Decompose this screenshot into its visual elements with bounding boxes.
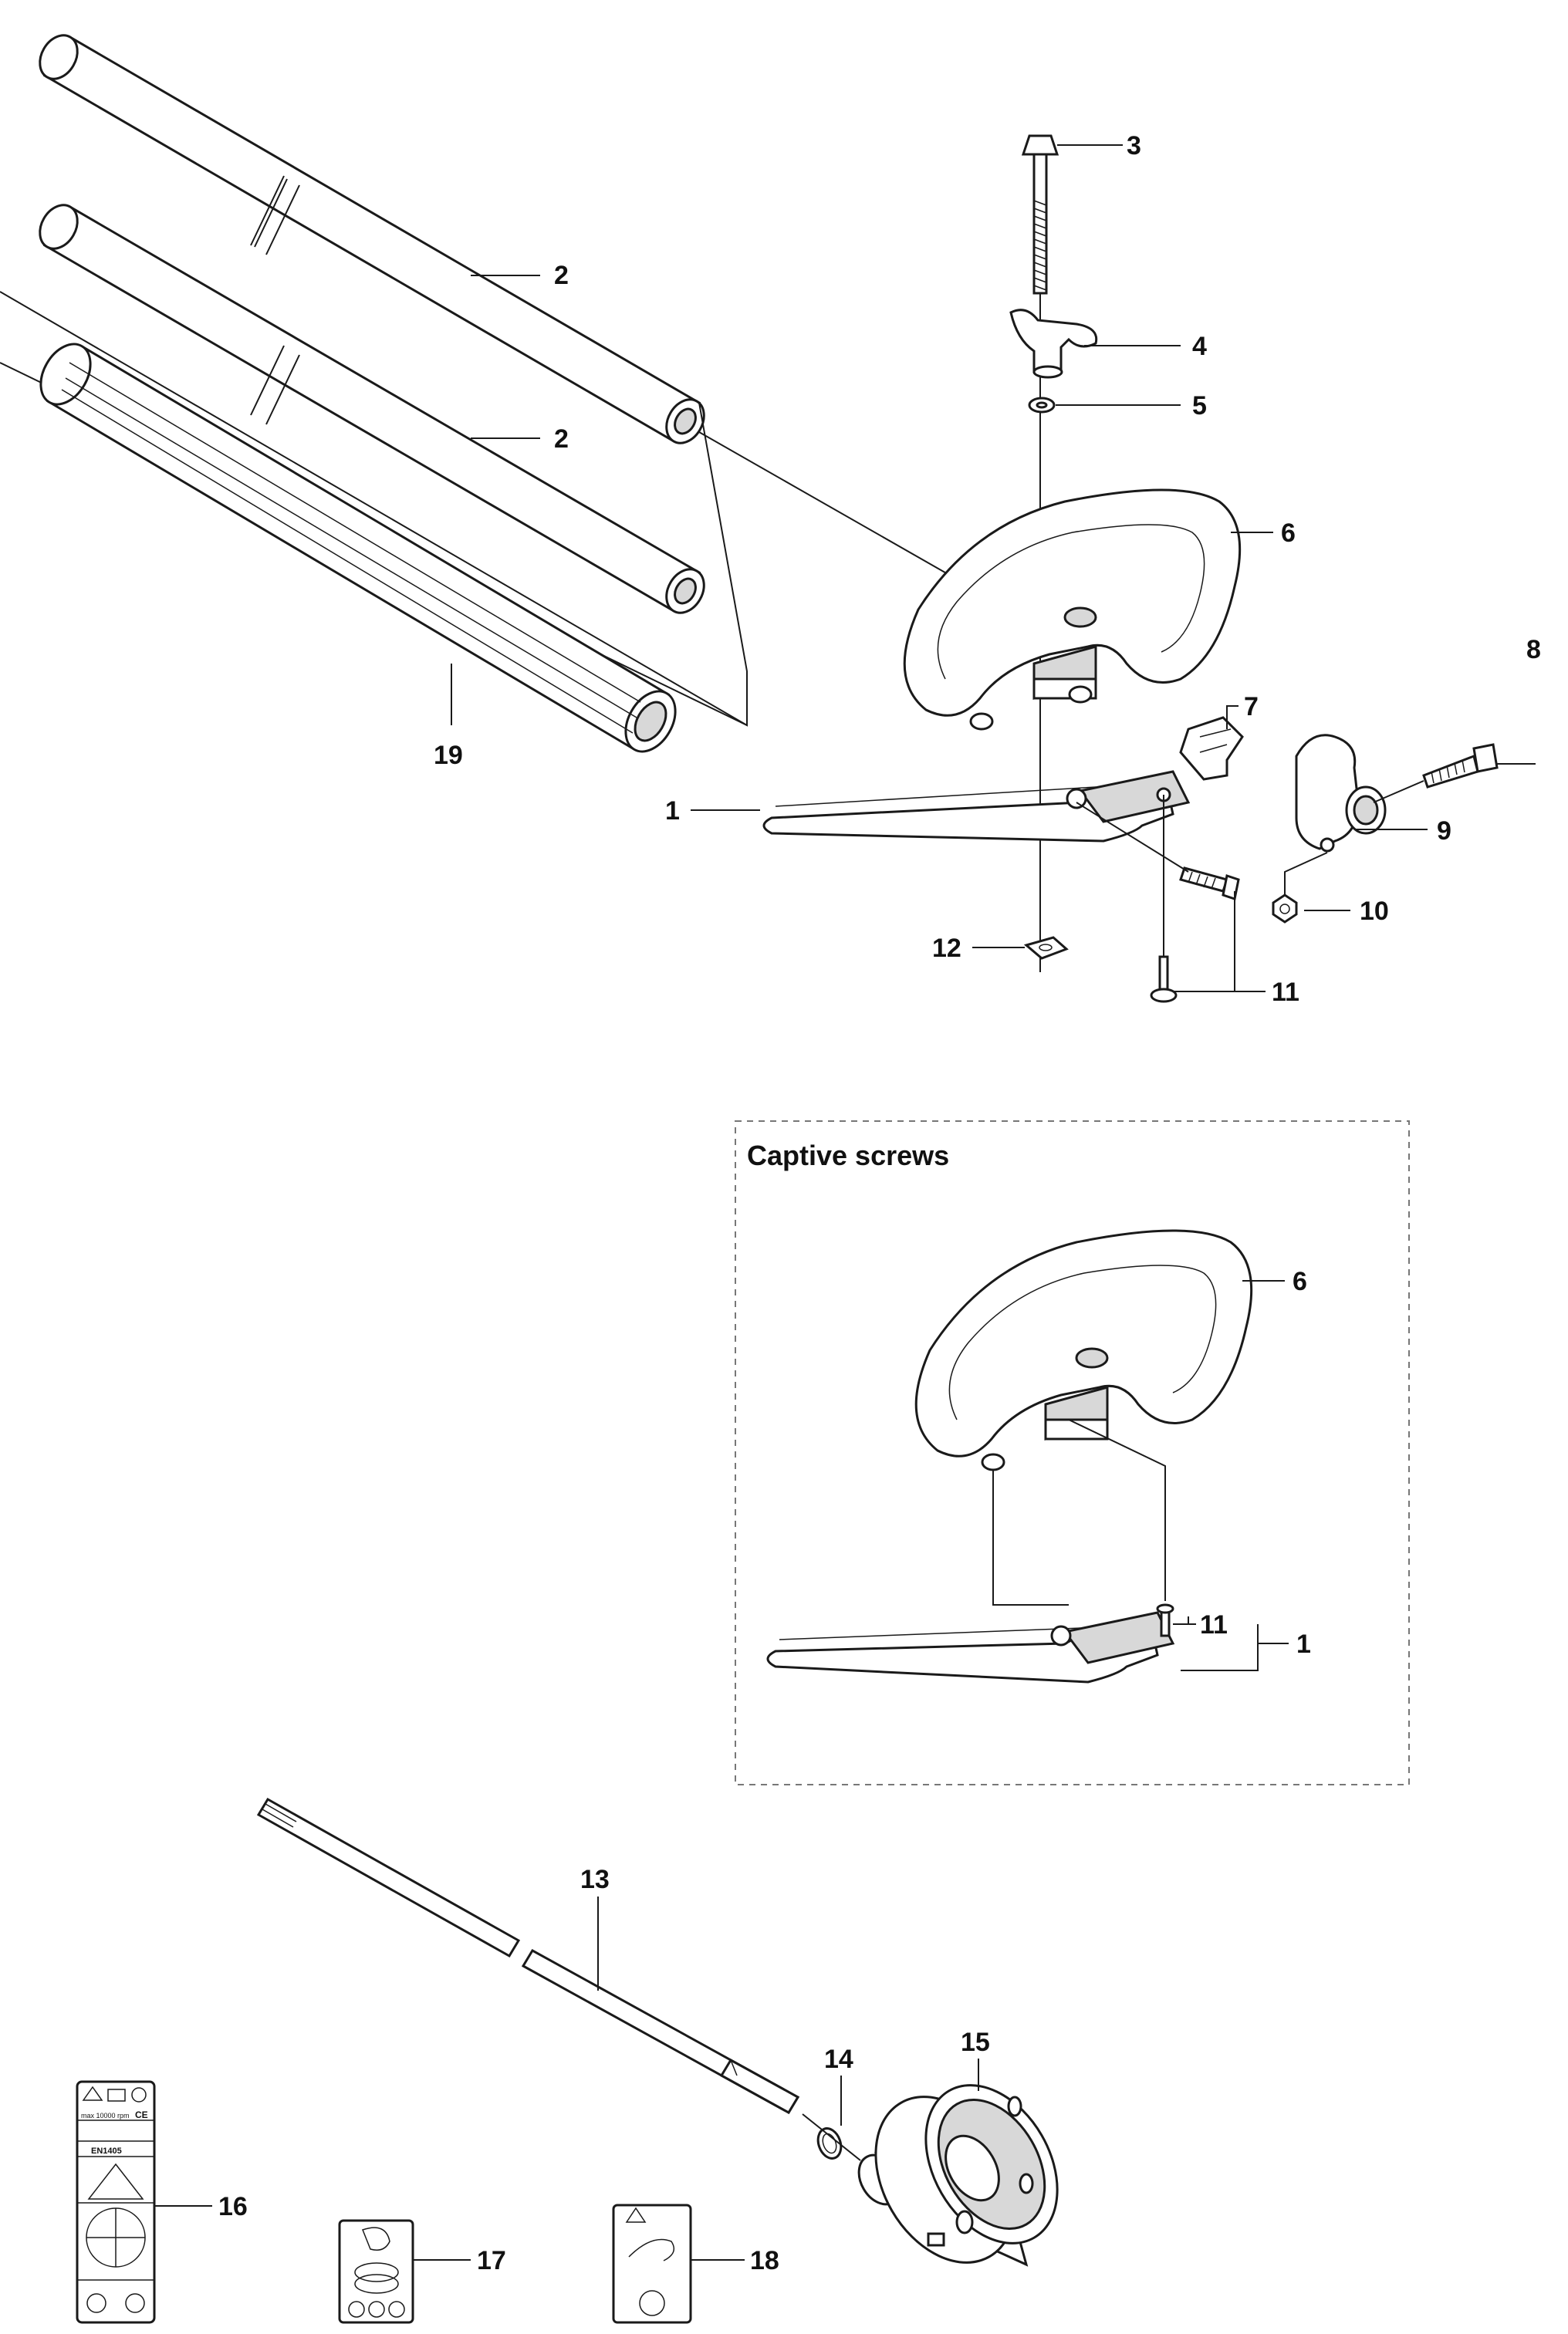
part-10-nut — [1272, 852, 1328, 924]
part-11-screws — [1076, 795, 1266, 1003]
decal-17 — [338, 2219, 471, 2324]
callout-1-inset: 1 — [1296, 1630, 1311, 1659]
callout-11: 11 — [1272, 978, 1299, 1007]
inset-title: Captive screws — [747, 1140, 949, 1171]
part-8-screw — [1373, 743, 1536, 803]
part-15-drum — [802, 2059, 1059, 2267]
callout-3: 3 — [1127, 131, 1141, 160]
part-2-upper-tube — [39, 34, 705, 444]
part-5-washer — [1028, 397, 1056, 414]
part-14-ring — [816, 2076, 843, 2160]
callout-5: 5 — [1192, 391, 1207, 421]
decal-16-rpm: max 10000 rpm — [81, 2112, 130, 2120]
decal-16-code: EN1405 — [91, 2147, 122, 2156]
callout-10: 10 — [1360, 897, 1389, 926]
callout-6: 6 — [1281, 518, 1296, 548]
callout-1: 1 — [665, 796, 680, 826]
part-9-clamp-half — [1295, 734, 1387, 853]
callout-7: 7 — [1244, 692, 1259, 721]
decal-16-ce-mark: CE — [135, 2109, 148, 2120]
callout-leaders-top — [451, 144, 1428, 948]
part-19-grip — [39, 343, 677, 753]
callout-2-upper: 2 — [554, 261, 569, 290]
part-13-drive-shaft — [256, 1797, 800, 2115]
callout-14: 14 — [824, 2045, 853, 2074]
part-3-bolt — [1021, 134, 1059, 972]
inset-captive-screws — [735, 1120, 1410, 1785]
tube-leader-lines — [0, 291, 950, 727]
callout-4: 4 — [1192, 332, 1207, 361]
callout-9: 9 — [1437, 816, 1451, 846]
decal-16: max 10000 rpm CE EN1405 — [76, 2080, 212, 2324]
callout-8: 8 — [1526, 635, 1541, 664]
callout-11-inset: 11 — [1200, 1610, 1228, 1640]
callout-16: 16 — [218, 2192, 248, 2221]
part-4-wing-knob — [1009, 309, 1098, 379]
callout-17: 17 — [477, 2246, 506, 2275]
part-1-bar — [762, 770, 1191, 843]
part-6-handle — [903, 488, 1242, 731]
callout-6-inset: 6 — [1293, 1267, 1307, 1296]
callout-19: 19 — [434, 741, 463, 770]
callout-15: 15 — [961, 2028, 990, 2057]
decal-18 — [612, 2204, 745, 2324]
callout-2-lower: 2 — [554, 424, 569, 454]
callout-18: 18 — [750, 2246, 779, 2275]
callout-12: 12 — [932, 934, 961, 963]
callout-labels: 3 2 4 5 2 6 8 7 19 9 1 10 12 11 Captive … — [218, 131, 1541, 2275]
part-2-lower-tube — [39, 204, 705, 614]
callout-13: 13 — [580, 1865, 610, 1894]
part-12-square-nut — [1023, 936, 1069, 960]
part-7-clamp — [1179, 716, 1244, 781]
